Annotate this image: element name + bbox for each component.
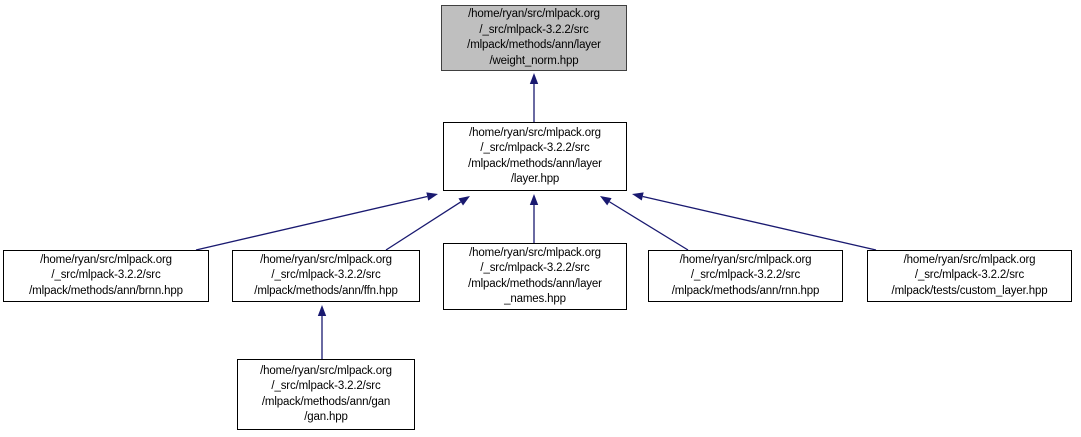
graph-node-layer_names[interactable]: /home/ryan/src/mlpack.org /_src/mlpack-3…: [443, 243, 627, 310]
graph-node-brnn[interactable]: /home/ryan/src/mlpack.org /_src/mlpack-3…: [3, 250, 209, 302]
graph-node-ffn[interactable]: /home/ryan/src/mlpack.org /_src/mlpack-3…: [232, 250, 420, 302]
graph-edge-custom_layer-to-layer: [642, 195, 877, 251]
graph-edge-brnn-to-layer: [195, 195, 428, 251]
graph-node-weight_norm[interactable]: /home/ryan/src/mlpack.org /_src/mlpack-3…: [441, 5, 627, 71]
graph-node-rnn[interactable]: /home/ryan/src/mlpack.org /_src/mlpack-3…: [648, 250, 843, 302]
graph-arrowhead-ffn-to-layer: [458, 196, 470, 206]
graph-node-label: /home/ryan/src/mlpack.org /_src/mlpack-3…: [254, 253, 398, 297]
graph-arrowhead-rnn-to-layer: [600, 196, 612, 206]
graph-node-gan[interactable]: /home/ryan/src/mlpack.org /_src/mlpack-3…: [237, 359, 415, 430]
graph-node-label: /home/ryan/src/mlpack.org /_src/mlpack-3…: [468, 246, 602, 306]
graph-node-label: /home/ryan/src/mlpack.org /_src/mlpack-3…: [671, 253, 820, 297]
graph-node-label: /home/ryan/src/mlpack.org /_src/mlpack-3…: [260, 364, 392, 424]
graph-node-label: /home/ryan/src/mlpack.org /_src/mlpack-3…: [891, 253, 1048, 297]
graph-node-label: /home/ryan/src/mlpack.org /_src/mlpack-3…: [468, 126, 602, 186]
graph-node-label: /home/ryan/src/mlpack.org /_src/mlpack-3…: [29, 253, 183, 297]
graph-arrowhead-brnn-to-layer: [426, 192, 438, 201]
graph-node-label: /home/ryan/src/mlpack.org /_src/mlpack-3…: [467, 8, 601, 67]
graph-node-layer[interactable]: /home/ryan/src/mlpack.org /_src/mlpack-3…: [443, 122, 627, 191]
graph-arrowhead-layer-to-weight_norm: [529, 73, 539, 84]
graph-node-custom_layer[interactable]: /home/ryan/src/mlpack.org /_src/mlpack-3…: [867, 250, 1072, 302]
graph-arrowhead-layer_names-to-layer: [529, 194, 539, 205]
graph-arrowhead-custom_layer-to-layer: [632, 192, 644, 201]
graph-arrowhead-gan-to-ffn: [317, 305, 327, 316]
